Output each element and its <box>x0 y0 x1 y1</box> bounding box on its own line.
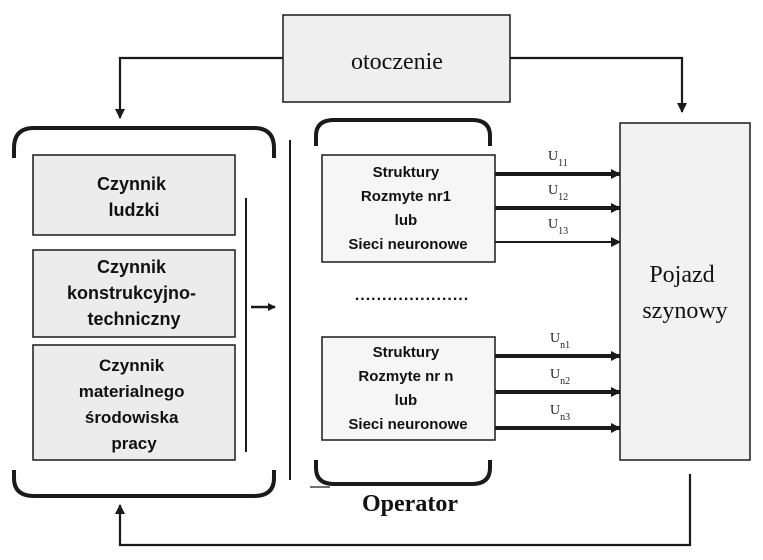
module-n-line: Struktury <box>373 344 440 361</box>
signal-label-un1: Un1 <box>550 331 570 351</box>
signal-label-u12: U12 <box>548 183 568 203</box>
svg-text:Pojazd szynowy: Pojazd szynowy <box>642 262 727 324</box>
environment-node: otoczenie <box>282 14 511 103</box>
factor-environment-line: materialnego <box>79 382 185 401</box>
signal-label-un2: Un2 <box>550 367 570 387</box>
factor-technical-line: Czynnik <box>97 257 167 277</box>
svg-text:Struktury Rozmyte nr n: Struktury Rozmyte nr n lub Sieci neurono… <box>348 344 467 433</box>
operator-bracket-top <box>314 118 492 146</box>
factor-human-line: ludzki <box>108 200 159 220</box>
operator-label: Operator <box>362 491 458 517</box>
modules-ellipsis: ..................... <box>355 287 469 304</box>
svg-text:Czynnik materialnego: Czynnik materialnego środowiska pracy <box>79 356 190 453</box>
factor-technical-line: techniczny <box>87 309 180 329</box>
svg-text:Struktury Rozmyte nr1: Struktury Rozmyte nr1 lub Sieci neuronow… <box>348 164 467 253</box>
vehicle-label-line: Pojazd <box>649 262 714 288</box>
signal-label-un3: Un3 <box>550 403 570 423</box>
operator-module-1: Struktury Rozmyte nr1 lub Sieci neuronow… <box>321 154 496 263</box>
vehicle-box <box>619 122 751 461</box>
module-1-line: Rozmyte nr1 <box>361 188 451 205</box>
factors-bracket-bottom <box>12 470 276 498</box>
operator-module-n: Struktury Rozmyte nr n lub Sieci neurono… <box>321 336 496 441</box>
environment-box <box>282 14 511 103</box>
factor-human-line: Czynnik <box>97 174 167 194</box>
module-1-line: Sieci neuronowe <box>348 236 467 253</box>
edge-environment-to-factors <box>115 56 283 119</box>
signal-label-u11: U11 <box>548 149 568 169</box>
vehicle-node: Pojazd szynowy <box>619 122 751 461</box>
module-1-line: lub <box>395 212 418 229</box>
factor-environment-line: Czynnik <box>99 356 165 375</box>
factor-box-technical: Czynnik konstrukcyjno- techniczny <box>32 249 236 338</box>
factor-box-environment: Czynnik materialnego środowiska pracy <box>32 344 236 461</box>
factor-environment-line: pracy <box>111 434 157 453</box>
edge-vehicle-feedback <box>115 474 692 547</box>
operator-bracket-bottom <box>314 460 492 486</box>
svg-text:Czynnik konstrukcyjno-: Czynnik konstrukcyjno- techniczny <box>67 257 201 329</box>
module-n-line: Sieci neuronowe <box>348 416 467 433</box>
module-n-line: Rozmyte nr n <box>358 368 453 385</box>
factor-technical-line: konstrukcyjno- <box>67 283 196 303</box>
factor-box-human: Czynnik ludzki <box>32 154 236 236</box>
factors-bracket-top <box>12 126 276 158</box>
module-n-line: lub <box>395 392 418 409</box>
factor-environment-line: środowiska <box>85 408 179 427</box>
svg-text:Czynnik ludzki: Czynnik ludzki <box>97 174 171 220</box>
module-1-line: Struktury <box>373 164 440 181</box>
signal-label-u13: U13 <box>548 217 568 237</box>
edge-environment-to-vehicle <box>510 56 687 113</box>
environment-label: otoczenie <box>351 49 443 75</box>
vehicle-label-line: szynowy <box>642 298 727 324</box>
